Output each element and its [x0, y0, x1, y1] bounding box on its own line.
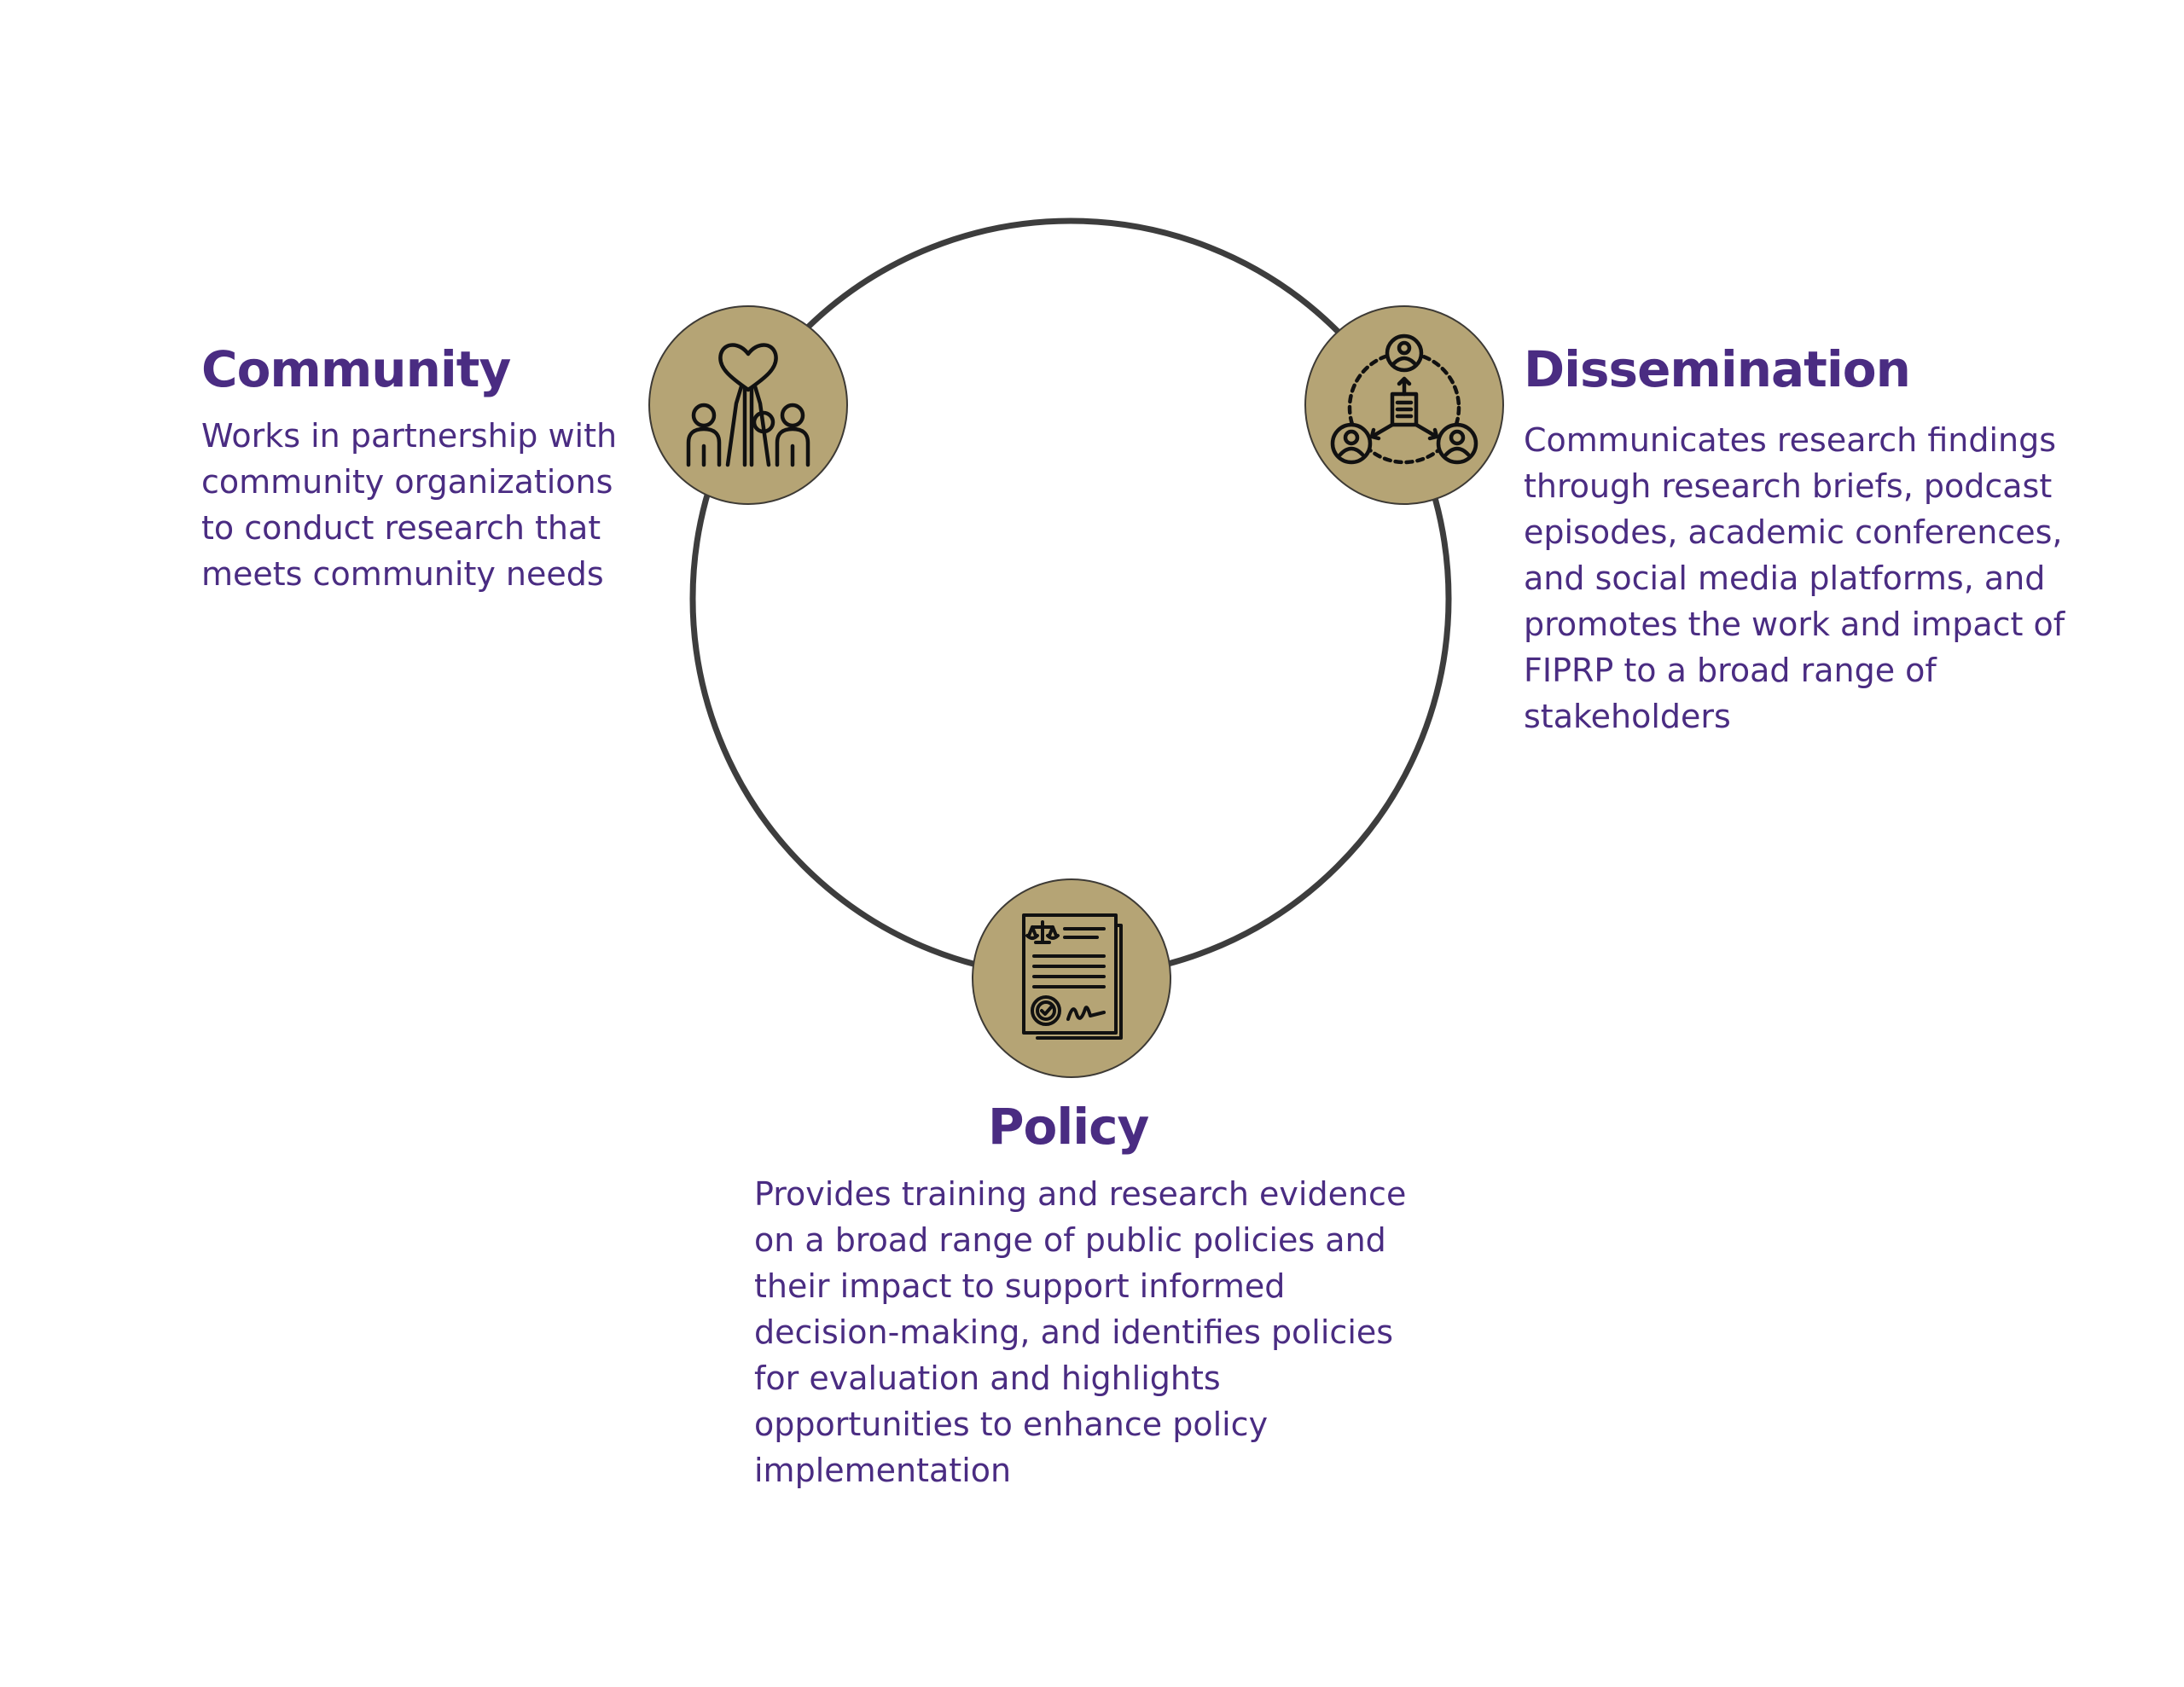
policy-description-line: their impact to support informed [754, 1267, 1286, 1305]
community-description: Works in partnership with community orga… [201, 413, 617, 597]
policy-description-line: opportunities to enhance policy [754, 1406, 1269, 1443]
community-description-line: meets community needs [201, 555, 604, 593]
community-title: Community [201, 340, 511, 398]
community-description-line: community organizations [201, 463, 613, 501]
policy-description: Provides training and research evidence … [754, 1171, 1406, 1493]
policy-description-line: on a broad range of public policies and [754, 1221, 1386, 1259]
policy-title: Policy [988, 1098, 1149, 1156]
policy-description-line: for evaluation and highlights [754, 1359, 1221, 1397]
policy-node [972, 878, 1171, 1078]
dissemination-description-line: through research briefs, podcast [1524, 467, 2053, 505]
policy-document-icon [1022, 913, 1123, 1040]
policy-description-line: decision-making, and identifies policies [754, 1313, 1394, 1351]
network-sharing-icon [1330, 333, 1478, 465]
policy-description-line: Provides training and research evidence [754, 1175, 1407, 1213]
dissemination-description-line: and social media platforms, and [1524, 559, 2046, 597]
hands-raising-heart-icon [686, 343, 810, 467]
dissemination-description-line: episodes, academic conferences, [1524, 513, 2063, 551]
community-description-line: to conduct research that [201, 509, 601, 547]
community-node [648, 305, 848, 505]
dissemination-node [1304, 305, 1504, 505]
dissemination-description-line: FIPRP to a broad range of [1524, 652, 1937, 689]
dissemination-title: Dissemination [1524, 340, 1911, 398]
dissemination-description-line: promotes the work and impact of [1524, 606, 2065, 643]
dissemination-description-line: stakeholders [1524, 698, 1731, 735]
dissemination-description-line: Communicates research findings [1524, 421, 2057, 459]
policy-description-line: implementation [754, 1452, 1012, 1489]
dissemination-description: Communicates research findings through r… [1524, 417, 2065, 739]
community-description-line: Works in partnership with [201, 417, 618, 455]
